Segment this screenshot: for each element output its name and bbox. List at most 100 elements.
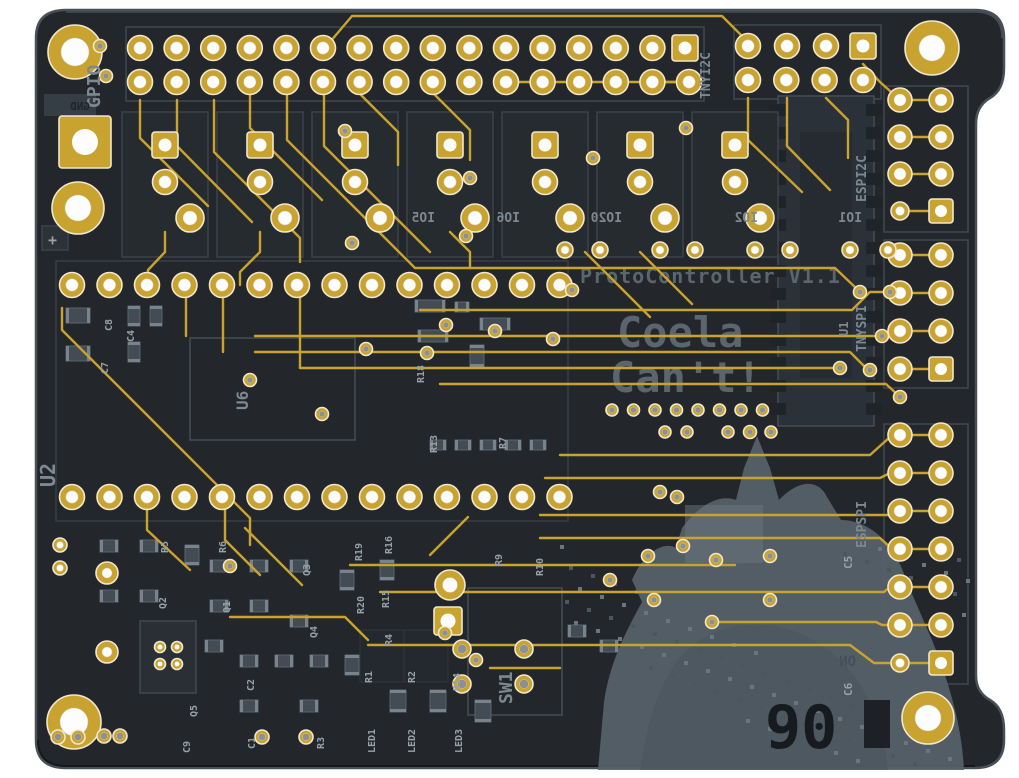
pad-hole — [353, 75, 367, 89]
via — [468, 652, 484, 668]
pad-hole — [661, 428, 669, 436]
via — [314, 406, 330, 422]
breakout-via — [721, 425, 735, 439]
pad-hole — [679, 542, 687, 550]
noise-pixel — [560, 545, 564, 549]
small-pad — [879, 241, 897, 259]
header-pad — [309, 68, 337, 96]
header-pad — [199, 68, 227, 96]
qfn-via — [170, 640, 184, 654]
header-pad — [208, 483, 236, 511]
header-pad — [382, 34, 410, 62]
breakout-via — [605, 403, 619, 417]
header-pad — [433, 483, 461, 511]
noise-pixel — [587, 608, 591, 612]
header-pad — [890, 201, 910, 221]
noise-pixel — [891, 754, 895, 758]
io-block-pin1 — [341, 131, 369, 159]
smd-component — [65, 307, 91, 324]
noise-pixel — [887, 568, 891, 572]
io-label: IO6 — [496, 211, 520, 226]
pad-hole — [253, 138, 267, 152]
io-block-pin1 — [626, 131, 654, 159]
mascot-highlight — [685, 505, 763, 563]
smd-component — [389, 689, 407, 713]
header-pad — [890, 653, 910, 673]
pad-hole — [935, 205, 947, 217]
smd-terminal — [325, 655, 328, 667]
header-pad — [928, 124, 954, 150]
header-pad — [433, 271, 461, 299]
pad-hole — [893, 428, 907, 442]
via — [92, 38, 108, 54]
ref-R3: R3 — [316, 737, 327, 749]
header-pad — [58, 483, 86, 511]
pad-hole — [752, 210, 768, 226]
pad-hole — [609, 41, 623, 55]
header-pad — [283, 483, 311, 511]
pad-hole — [934, 248, 948, 262]
pad-hole — [54, 733, 62, 741]
pad-hole — [64, 194, 92, 222]
pad-hole — [856, 73, 870, 87]
header-pad — [396, 271, 423, 299]
noise-pixel — [790, 735, 794, 739]
sw1-pad — [452, 674, 472, 694]
mascot-ghost-art — [560, 436, 970, 770]
header-pad — [309, 34, 337, 62]
io-block-pad — [531, 168, 559, 196]
pad-hole — [158, 138, 172, 152]
pad-hole — [348, 138, 362, 152]
smd-terminal — [290, 655, 293, 667]
header-pad — [346, 68, 373, 96]
pad-hole — [206, 75, 220, 89]
pad-hole — [673, 406, 680, 414]
pad-hole — [728, 138, 742, 152]
pad-hole — [934, 504, 948, 518]
header-pad — [734, 66, 762, 94]
pad-hole — [934, 542, 948, 556]
qfn-via — [170, 657, 184, 671]
pad-hole — [519, 679, 529, 689]
pad-hole — [457, 644, 467, 654]
ref-R2: R2 — [407, 671, 418, 683]
pad-hole — [170, 75, 184, 89]
noise-pixel — [662, 653, 666, 657]
small-pad — [841, 241, 859, 259]
pad-hole — [243, 41, 257, 55]
ref-Q1: Q1 — [222, 601, 233, 613]
noise-pixel — [609, 616, 613, 620]
io-label: IO5 — [412, 211, 435, 226]
io-label: IO2 — [735, 211, 758, 226]
ref-Q3: Q3 — [302, 564, 313, 576]
pad-hole — [536, 75, 550, 89]
noise-pixel — [591, 574, 595, 578]
pad-hole — [174, 661, 180, 667]
smd-terminal — [455, 440, 458, 450]
pad-hole — [883, 245, 893, 255]
smd-terminal — [128, 306, 140, 309]
smd-terminal — [140, 590, 143, 602]
pad-hole — [253, 490, 266, 504]
pad-hole — [467, 210, 483, 226]
trace — [433, 93, 472, 162]
pad-hole — [253, 175, 267, 189]
ref-R13: R13 — [429, 435, 440, 453]
breakout-via — [734, 403, 748, 417]
pad-hole — [442, 321, 450, 329]
pad-hole — [568, 286, 576, 294]
pad-hole — [766, 596, 774, 604]
smd-terminal — [205, 640, 208, 652]
via — [545, 331, 561, 347]
header-pad — [283, 271, 311, 299]
small-pad — [298, 729, 314, 745]
pad-hole — [440, 613, 456, 629]
noise-pixel — [807, 688, 811, 692]
via — [852, 284, 868, 300]
pad-hole — [174, 644, 180, 650]
io-block-pad — [460, 203, 490, 233]
pad-hole — [893, 130, 907, 144]
trace — [359, 93, 400, 167]
header-pad — [812, 32, 840, 60]
ref-R14: R14 — [452, 673, 463, 691]
